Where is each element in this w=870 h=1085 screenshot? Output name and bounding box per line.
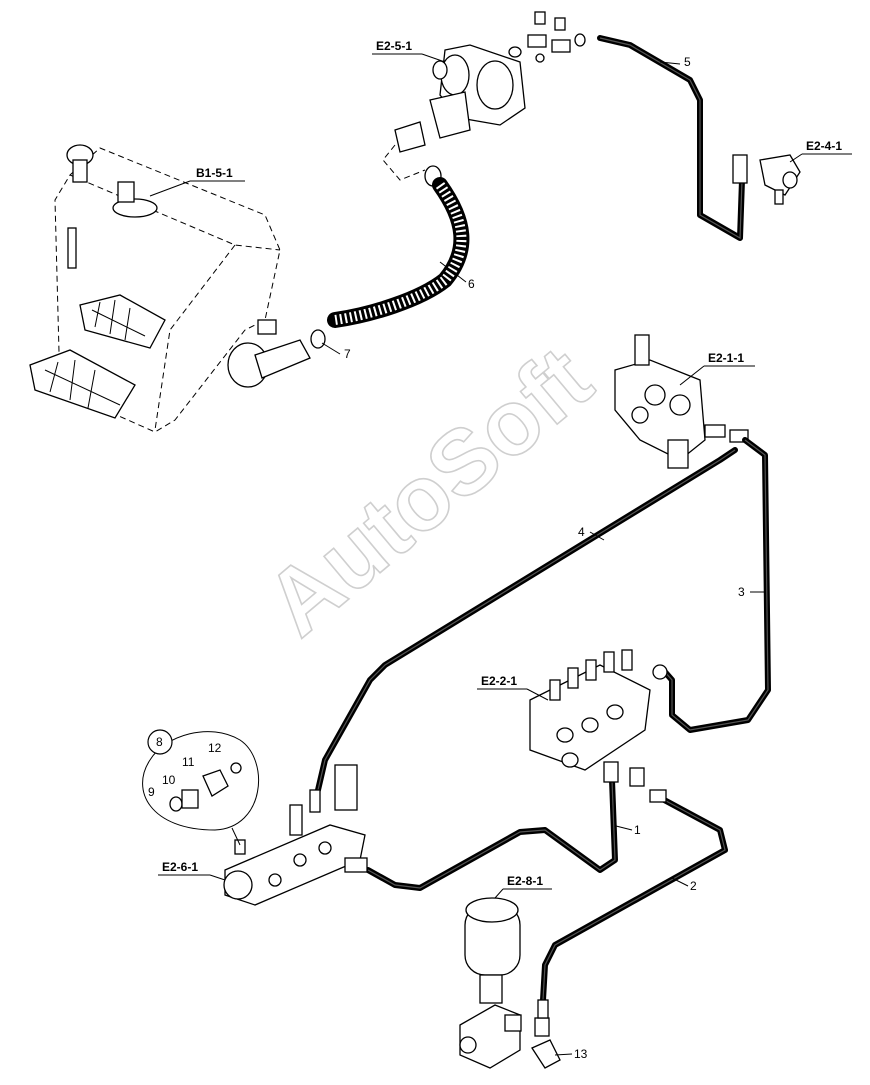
callout-3: 3 <box>738 585 745 599</box>
hose-clamp-7 <box>310 329 326 349</box>
callout-8: 8 <box>156 735 163 749</box>
label-e2-1-1: E2-1-1 <box>708 351 744 365</box>
callout-12: 12 <box>208 741 222 755</box>
watermark: AutoSoft <box>247 328 610 656</box>
hydraulic-tank <box>29 144 311 433</box>
detail-bubble-8 <box>142 729 260 846</box>
accumulator-e2-8-1 <box>459 897 561 1069</box>
label-e2-2-1: E2-2-1 <box>481 674 517 688</box>
label-b1-5-1: B1-5-1 <box>196 166 233 180</box>
hydraulic-pump <box>382 11 586 187</box>
callout-10: 10 <box>162 773 176 787</box>
callout-7: 7 <box>344 347 351 361</box>
callout-2: 2 <box>690 879 697 893</box>
suction-hose-6 <box>327 177 470 328</box>
valve-block-e2-6-1 <box>223 764 368 906</box>
callout-5: 5 <box>684 55 691 69</box>
hose-5 <box>597 35 745 241</box>
valve-e2-4-1 <box>732 154 801 205</box>
control-valve-e2-2-1 <box>529 649 668 771</box>
label-e2-8-1: E2-8-1 <box>507 874 543 888</box>
callout-1: 1 <box>634 823 641 837</box>
hose-1 <box>365 777 618 891</box>
callout-9: 9 <box>148 785 155 799</box>
label-e2-4-1: E2-4-1 <box>806 139 842 153</box>
callout-6: 6 <box>468 277 475 291</box>
callout-4: 4 <box>578 525 585 539</box>
callout-11: 11 <box>182 755 195 769</box>
label-e2-6-1: E2-6-1 <box>162 860 198 874</box>
label-e2-5-1: E2-5-1 <box>376 39 412 53</box>
callout-13: 13 <box>574 1047 588 1061</box>
